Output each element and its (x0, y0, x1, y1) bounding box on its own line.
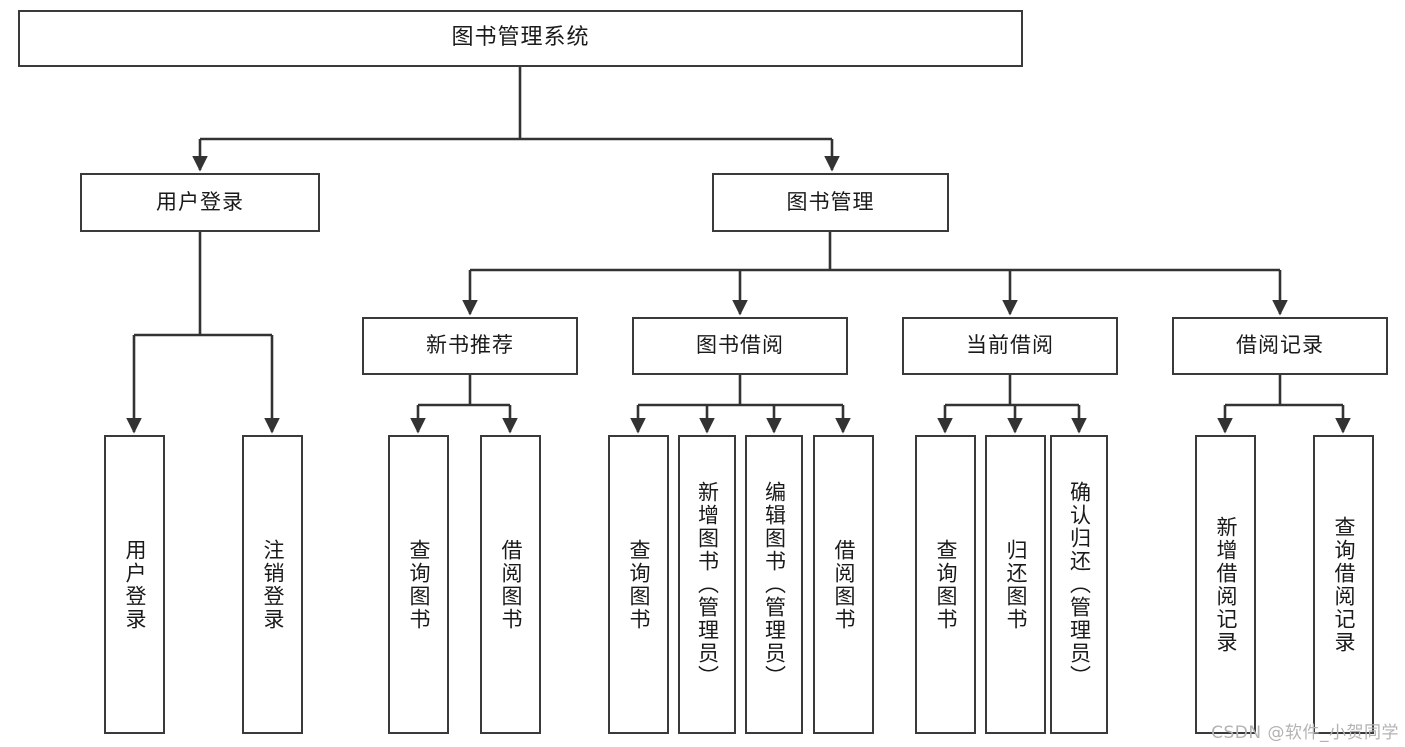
node-user-login-label: 用户登录 (156, 189, 244, 214)
leaf-return-book[interactable]: 归还图书 (985, 435, 1046, 734)
leaf-logout-label: 注销登录 (260, 538, 285, 631)
node-current-borrow-label: 当前借阅 (966, 333, 1054, 358)
node-current-borrow[interactable]: 当前借阅 (902, 317, 1118, 375)
leaf-query-book-borrow[interactable]: 查询图书 (608, 435, 669, 734)
node-new-book-recommend-label: 新书推荐 (426, 333, 514, 358)
leaf-confirm-return-admin-label: 确认归还（管理员） (1067, 481, 1092, 688)
node-root-label: 图书管理系统 (451, 25, 590, 51)
leaf-query-book-newbook-label: 查询图书 (406, 538, 431, 631)
leaf-logout[interactable]: 注销登录 (242, 435, 303, 734)
node-book-borrow-label: 图书借阅 (696, 333, 784, 358)
leaf-user-login[interactable]: 用户登录 (104, 435, 165, 734)
leaf-query-book-current[interactable]: 查询图书 (915, 435, 976, 734)
leaf-user-login-label: 用户登录 (122, 538, 147, 631)
leaf-borrow-book-newbook-label: 借阅图书 (498, 538, 523, 631)
node-book-management-label: 图书管理 (786, 189, 875, 214)
leaf-query-book-borrow-label: 查询图书 (626, 538, 651, 631)
leaf-borrow-book[interactable]: 借阅图书 (813, 435, 874, 734)
leaf-add-book-admin-label: 新增图书（管理员） (695, 481, 720, 688)
node-borrow-record-label: 借阅记录 (1236, 333, 1324, 358)
leaf-borrow-book-label: 借阅图书 (831, 538, 856, 631)
leaf-query-borrow-record[interactable]: 查询借阅记录 (1313, 435, 1374, 734)
node-borrow-record[interactable]: 借阅记录 (1172, 317, 1388, 375)
node-user-login[interactable]: 用户登录 (80, 173, 320, 232)
leaf-query-book-newbook[interactable]: 查询图书 (388, 435, 449, 734)
leaf-add-borrow-record[interactable]: 新增借阅记录 (1195, 435, 1256, 734)
node-root[interactable]: 图书管理系统 (18, 10, 1023, 67)
leaf-confirm-return-admin[interactable]: 确认归还（管理员） (1050, 435, 1108, 734)
watermark-text: CSDN @软件_小贺同学 (1211, 723, 1399, 743)
leaf-query-book-current-label: 查询图书 (933, 538, 958, 631)
leaf-add-book-admin[interactable]: 新增图书（管理员） (678, 435, 736, 734)
leaf-borrow-book-newbook[interactable]: 借阅图书 (480, 435, 541, 734)
leaf-add-borrow-record-label: 新增借阅记录 (1213, 515, 1238, 654)
leaf-return-book-label: 归还图书 (1003, 538, 1028, 631)
node-new-book-recommend[interactable]: 新书推荐 (362, 317, 578, 375)
leaf-edit-book-admin-label: 编辑图书（管理员） (762, 481, 787, 688)
node-book-management[interactable]: 图书管理 (712, 173, 949, 232)
leaf-edit-book-admin[interactable]: 编辑图书（管理员） (745, 435, 803, 734)
node-book-borrow[interactable]: 图书借阅 (632, 317, 848, 375)
leaf-query-borrow-record-label: 查询借阅记录 (1331, 515, 1356, 654)
